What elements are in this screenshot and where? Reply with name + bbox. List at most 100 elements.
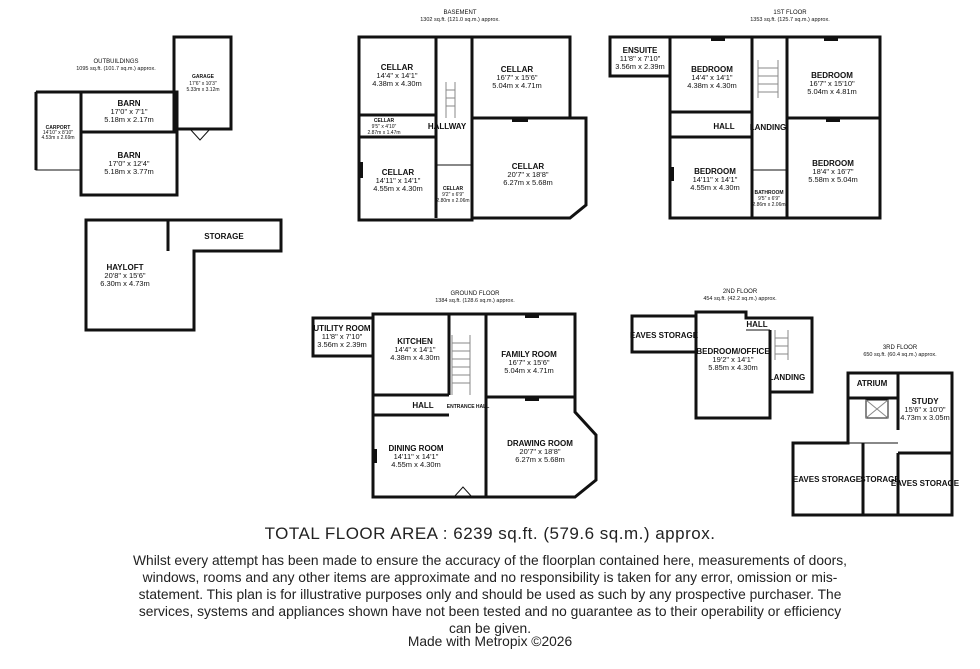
first-bedroom-tl-label: BEDROOM	[691, 65, 733, 74]
drawing-room-imperial: 20'7" x 18'8"	[519, 447, 560, 456]
basement-cellar-br-metric: 6.27m x 5.68m	[503, 178, 553, 187]
first-floor-area: 1353 sq.ft. (125.7 sq.m.) approx.	[750, 17, 830, 23]
first-bedroom-bl-metric: 4.55m x 4.30m	[690, 183, 740, 192]
third-floor-outline	[791, 371, 954, 517]
kitchen-metric: 4.38m x 4.30m	[390, 353, 440, 362]
hayloft-metric: 6.30m x 4.73m	[100, 279, 150, 288]
ensuite-imperial: 11'8" x 7'10"	[620, 54, 661, 63]
ground-floor-area: 1384 sq.ft. (128.6 sq.m.) approx.	[435, 298, 515, 304]
utility-imperial: 11'8" x 7'10"	[322, 332, 363, 341]
metropix-credit: Made with Metropix ©2026	[407, 634, 573, 649]
outbuildings-plan: OUTBUILDINGS 1095 sq.ft. (101.7 sq.m.) a…	[34, 35, 283, 332]
ground-floor-plan: GROUND FLOOR 1384 sq.ft. (128.6 sq.m.) a…	[311, 291, 598, 499]
basement-area: 1302 sq.ft. (121.0 sq.m.) approx.	[420, 17, 500, 23]
office-imperial: 19'2" x 14'1"	[712, 355, 753, 364]
barn-2-outline	[79, 130, 179, 197]
second-floor-area: 454 sq.ft. (42.2 sq.m.) approx.	[703, 296, 777, 302]
bathroom-metric: 2.86m x 2.06m	[752, 202, 785, 208]
hayloft-label: HAYLOFT	[106, 263, 143, 272]
second-floor-plan: 2ND FLOOR 454 sq.ft. (42.2 sq.m.) approx…	[630, 289, 814, 420]
ensuite-label: ENSUITE	[623, 46, 658, 55]
basement-cellar-small-imperial: 9'5" x 4'10"	[372, 124, 397, 130]
first-bedroom-br-metric: 5.58m x 5.04m	[808, 175, 858, 184]
carport-imperial: 14'10" x 8'10"	[43, 130, 73, 136]
first-landing-label: LANDING	[750, 123, 786, 132]
study-metric: 4.73m x 3.05m	[900, 413, 950, 422]
basement-cellar-br-imperial: 20'7" x 18'8"	[507, 170, 548, 179]
first-bedroom-tl-metric: 4.38m x 4.30m	[687, 81, 737, 90]
basement-cellar-bl-metric: 4.55m x 4.30m	[373, 184, 423, 193]
basement-cellar-tl-imperial: 14'4" x 14'1"	[376, 71, 417, 80]
basement-cellar-tiny-imperial: 9'2" x 6'9"	[442, 192, 464, 198]
family-room-metric: 5.04m x 4.71m	[504, 366, 554, 375]
ground-hall-label: HALL	[412, 401, 433, 410]
garage-label: GARAGE	[192, 74, 215, 80]
carport-label: CARPORT	[46, 125, 71, 131]
utility-label: UTILITY ROOM	[313, 324, 371, 333]
ground-floor-title: GROUND FLOOR	[450, 291, 500, 297]
drawing-room-label: DRAWING ROOM	[507, 439, 573, 448]
atrium-label: ATRIUM	[857, 379, 888, 388]
basement-cellar-bl-imperial: 14'11" x 14'1"	[376, 176, 421, 185]
first-hall-label: HALL	[713, 122, 734, 131]
study-label: STUDY	[911, 397, 939, 406]
barn-2-imperial: 17'0" x 12'4"	[108, 159, 149, 168]
garage-metric: 5.33m x 3.12m	[186, 87, 219, 93]
basement-cellar-br-label: CELLAR	[512, 162, 545, 171]
entrance-hall-label: ENTRANCE HALL	[447, 404, 490, 410]
basement-cellar-tr-metric: 5.04m x 4.71m	[492, 81, 542, 90]
barn-2-metric: 5.18m x 3.77m	[104, 167, 154, 176]
hayloft-storage-label: STORAGE	[204, 232, 244, 241]
basement-cellar-bl-label: CELLAR	[382, 168, 415, 177]
hayloft-outline	[84, 218, 283, 332]
first-bedroom-bl-label: BEDROOM	[694, 167, 736, 176]
garage-outline	[172, 35, 233, 131]
basement-cellar-tl-label: CELLAR	[381, 63, 414, 72]
dining-room-metric: 4.55m x 4.30m	[391, 460, 441, 469]
third-floor-title: 3RD FLOOR	[883, 345, 918, 351]
third-floor-plan: 3RD FLOOR 650 sq.ft. (60.4 sq.m.) approx…	[791, 345, 960, 517]
ensuite-metric: 3.56m x 2.39m	[615, 62, 665, 71]
first-bedroom-tr-metric: 5.04m x 4.81m	[807, 87, 857, 96]
basement-right-wing	[470, 35, 588, 220]
first-bedroom-tl-imperial: 14'4" x 14'1"	[691, 73, 732, 82]
bathroom-label: BATHROOM	[754, 190, 783, 196]
first-right-block	[785, 35, 882, 220]
kitchen-imperial: 14'4" x 14'1"	[394, 345, 435, 354]
dining-room-imperial: 14'11" x 14'1"	[394, 452, 439, 461]
garage-imperial: 17'6" x 10'3"	[189, 81, 217, 87]
first-floor-title: 1ST FLOOR	[773, 10, 807, 16]
total-floor-area: TOTAL FLOOR AREA : 6239 sq.ft. (579.6 sq…	[264, 524, 716, 543]
barn-1-imperial: 17'0" x 7'1"	[111, 107, 148, 116]
basement-cellar-small-label: CELLAR	[374, 118, 395, 124]
basement-hallway-label: HALLWAY	[428, 122, 467, 131]
second-floor-title: 2ND FLOOR	[723, 289, 758, 295]
hayloft-imperial: 20'8" x 15'6"	[104, 271, 145, 280]
first-bedroom-tr-imperial: 16'7" x 15'10"	[809, 79, 855, 88]
drawing-room-metric: 6.27m x 5.68m	[515, 455, 565, 464]
third-eaves-right-label: EAVES STORAGE	[891, 479, 960, 488]
carport-metric: 4.53m x 2.69m	[41, 135, 74, 141]
barn-1-metric: 5.18m x 2.17m	[104, 115, 154, 124]
first-bedroom-tr-label: BEDROOM	[811, 71, 853, 80]
first-bedroom-br-imperial: 18'4" x 16'7"	[812, 167, 853, 176]
family-room-label: FAMILY ROOM	[501, 350, 557, 359]
basement-cellar-tr-imperial: 16'7" x 15'6"	[496, 73, 537, 82]
barn-2-label: BARN	[117, 151, 140, 160]
outbuildings-area: 1095 sq.ft. (101.7 sq.m.) approx.	[76, 66, 156, 72]
disclaimer-text: Whilst every attempt has been made to en…	[133, 553, 847, 636]
basement-plan: BASEMENT 1302 sq.ft. (121.0 sq.m.) appro…	[357, 10, 588, 222]
utility-metric: 3.56m x 2.39m	[317, 340, 367, 349]
first-bedroom-br-label: BEDROOM	[812, 159, 854, 168]
dining-room-label: DINING ROOM	[388, 444, 443, 453]
basement-cellar-tl-metric: 4.38m x 4.30m	[372, 79, 422, 88]
basement-cellar-small-metric: 2.87m x 1.47m	[367, 130, 400, 136]
office-metric: 5.85m x 4.30m	[708, 363, 758, 372]
basement-cellar-tr-label: CELLAR	[501, 65, 534, 74]
second-hall-label: HALL	[746, 320, 767, 329]
second-eaves-label: EAVES STORAGE	[630, 331, 699, 340]
basement-cellar-tiny-label: CELLAR	[443, 186, 464, 192]
basement-title: BASEMENT	[443, 10, 476, 16]
study-imperial: 15'6" x 10'0"	[904, 405, 945, 414]
